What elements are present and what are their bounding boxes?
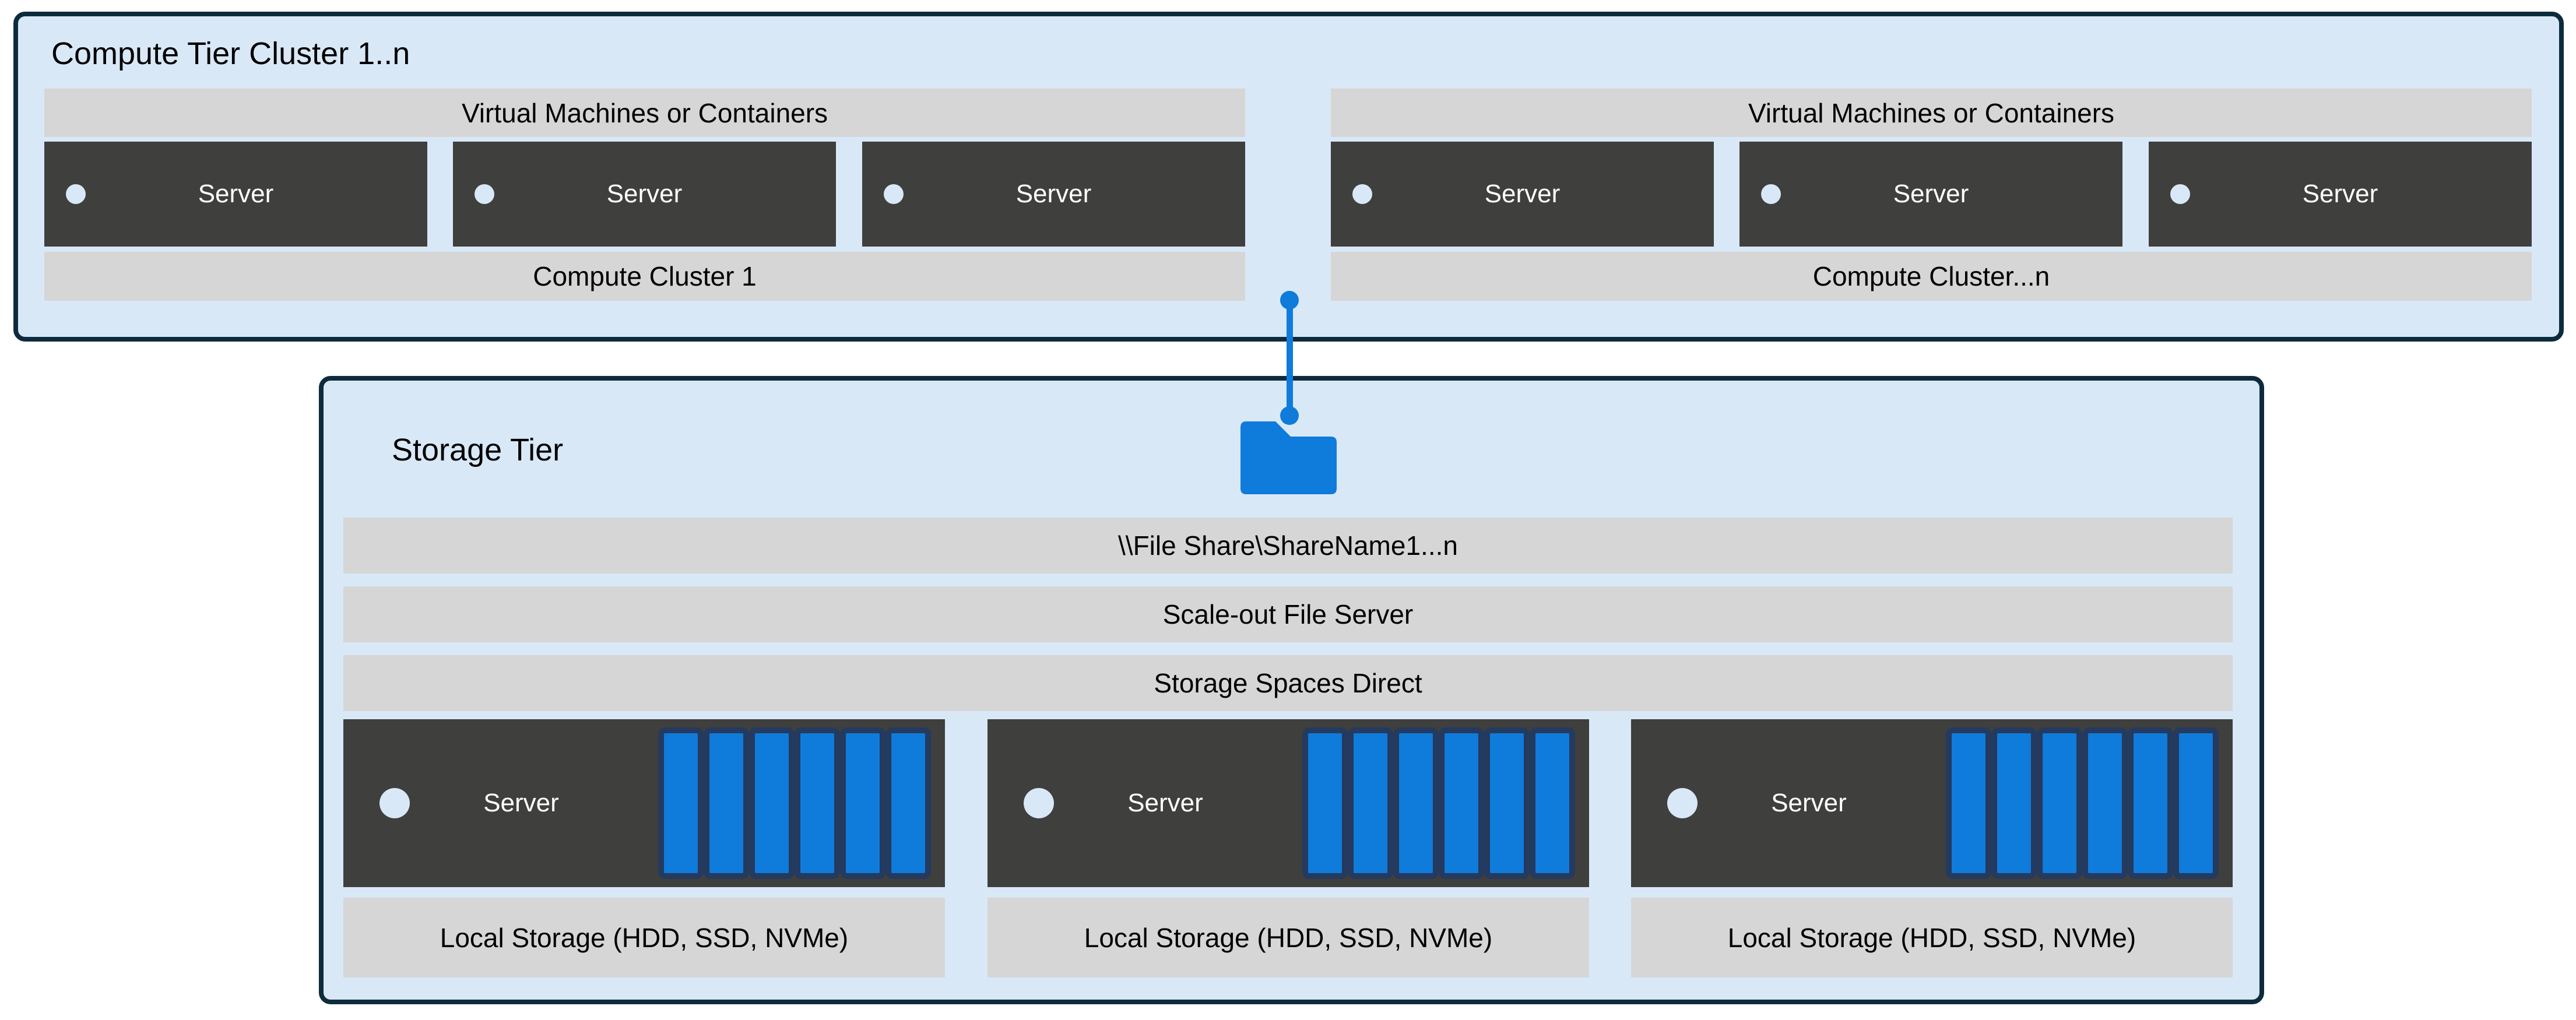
- connector-dot-icon: [1280, 291, 1299, 309]
- server-label: Server: [1127, 789, 1203, 817]
- disk-slot-icon: [2082, 727, 2128, 879]
- disk-slot-icon: [1946, 727, 1991, 879]
- disk-slot-icon: [2037, 727, 2082, 879]
- power-led-icon: [1352, 184, 1372, 204]
- disk-slot-icon: [1991, 727, 2037, 879]
- storage-server: Server: [987, 719, 1589, 887]
- disk-array: [658, 727, 931, 879]
- compute-server: Server: [862, 142, 1245, 247]
- server-label: Server: [1484, 180, 1561, 208]
- disk-slot-icon: [795, 727, 840, 879]
- vm-containers-bar: Virtual Machines or Containers: [44, 89, 1245, 137]
- server-label: Server: [198, 180, 274, 208]
- storage-server: Server: [1631, 719, 2233, 887]
- server-label: Server: [1771, 789, 1847, 817]
- disk-slot-icon: [1348, 727, 1393, 879]
- power-led-icon: [1761, 184, 1781, 204]
- compute-storage-connector-line: [1287, 300, 1293, 416]
- scale-out-file-server-bar: Scale-out File Server: [343, 586, 2233, 642]
- server-label: Server: [606, 180, 683, 208]
- disk-array: [1946, 727, 2219, 879]
- power-led-icon: [379, 788, 410, 818]
- server-label: Server: [2302, 180, 2378, 208]
- local-storage-bar: Local Storage (HDD, SSD, NVMe): [987, 898, 1589, 977]
- compute-server: Server: [1331, 142, 1714, 247]
- connector-dot-icon: [1280, 406, 1299, 425]
- disk-slot-icon: [885, 727, 931, 879]
- compute-server: Server: [44, 142, 427, 247]
- file-share-folder-icon: [1240, 421, 1337, 494]
- disk-slot-icon: [2128, 727, 2173, 879]
- compute-tier-title: Compute Tier Cluster 1..n: [51, 36, 410, 71]
- disk-slot-icon: [840, 727, 885, 879]
- compute-server: Server: [2149, 142, 2532, 247]
- compute-cluster-bar: Compute Cluster 1: [44, 252, 1245, 301]
- storage-spaces-direct-bar: Storage Spaces Direct: [343, 655, 2233, 711]
- disk-slot-icon: [1439, 727, 1484, 879]
- power-led-icon: [1024, 788, 1054, 818]
- power-led-icon: [475, 184, 494, 204]
- server-label: Server: [1893, 180, 1969, 208]
- storage-server: Server: [343, 719, 945, 887]
- file-share-bar: \\File Share\ShareName1...n: [343, 518, 2233, 574]
- power-led-icon: [66, 184, 86, 204]
- disk-slot-icon: [749, 727, 795, 879]
- disk-array: [1302, 727, 1575, 879]
- power-led-icon: [1667, 788, 1698, 818]
- disk-slot-icon: [704, 727, 749, 879]
- server-label: Server: [483, 789, 559, 817]
- disk-slot-icon: [1393, 727, 1439, 879]
- vm-containers-bar: Virtual Machines or Containers: [1331, 89, 2532, 137]
- server-label: Server: [1015, 180, 1092, 208]
- disk-slot-icon: [2173, 727, 2219, 879]
- compute-server: Server: [453, 142, 836, 247]
- power-led-icon: [2170, 184, 2190, 204]
- disk-slot-icon: [658, 727, 704, 879]
- storage-tier-title: Storage Tier: [392, 432, 564, 467]
- power-led-icon: [884, 184, 904, 204]
- compute-cluster-bar: Compute Cluster...n: [1331, 252, 2532, 301]
- disk-slot-icon: [1484, 727, 1530, 879]
- disk-slot-icon: [1530, 727, 1575, 879]
- local-storage-bar: Local Storage (HDD, SSD, NVMe): [343, 898, 945, 977]
- disk-slot-icon: [1302, 727, 1348, 879]
- compute-server: Server: [1739, 142, 2122, 247]
- local-storage-bar: Local Storage (HDD, SSD, NVMe): [1631, 898, 2233, 977]
